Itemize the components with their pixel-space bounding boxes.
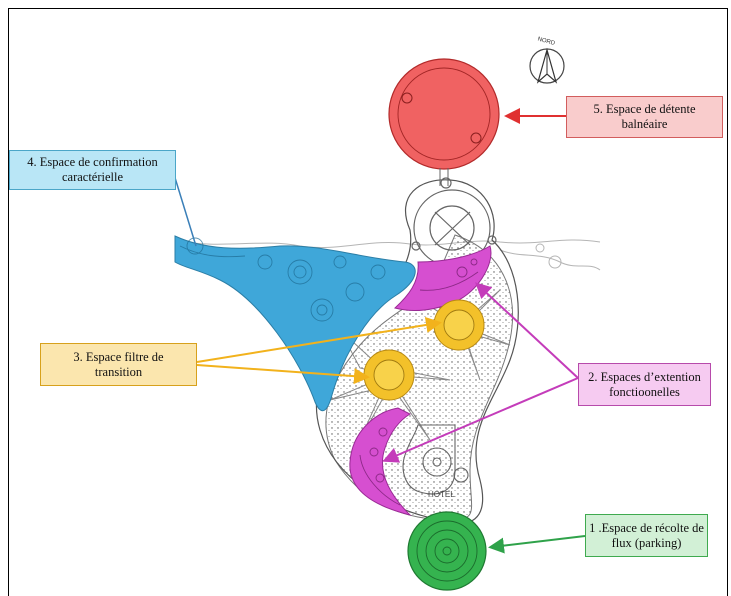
frame-left-border bbox=[8, 8, 9, 596]
hotel-block-sketch bbox=[402, 424, 469, 495]
label-5-line2: balnéaire bbox=[621, 117, 668, 131]
line-2-to-upper-pink bbox=[475, 282, 579, 379]
label-3-line1: 3. Espace filtre de bbox=[73, 349, 164, 364]
zone-2-pink-lower bbox=[349, 407, 412, 516]
zone-3-yellow-upper bbox=[433, 299, 485, 351]
line-2-to-lower-pink bbox=[382, 377, 579, 463]
zone-5-red bbox=[388, 58, 500, 186]
label-2-line2: fonctioonelles bbox=[609, 384, 680, 399]
north-compass bbox=[529, 47, 565, 84]
shoreline-sketch bbox=[174, 239, 601, 271]
compass-label: NORD bbox=[537, 37, 556, 48]
zone-2-pink-lower-pattern bbox=[359, 427, 401, 506]
line-3-to-lower-yellow bbox=[196, 364, 370, 385]
label-4-confirmation: 4. Espace de confirmation caractérielle bbox=[9, 150, 176, 190]
zone-1-green bbox=[407, 511, 487, 591]
upper-building-sketch bbox=[411, 177, 497, 267]
zone-2-pink-upper-pattern bbox=[419, 258, 479, 291]
label-4-line1: 4. Espace de confirmation bbox=[27, 155, 158, 169]
label-5-line1: 5. Espace de détente bbox=[593, 102, 696, 116]
zone-4-pattern bbox=[179, 237, 386, 322]
label-3-line2: transition bbox=[94, 364, 143, 379]
hotel-label: HOTEL bbox=[428, 490, 455, 499]
zone-3-yellow-lower bbox=[363, 349, 415, 401]
label-3-transition: 3. Espace filtre de transition bbox=[40, 343, 197, 386]
line-3-to-upper-yellow bbox=[196, 317, 442, 363]
label-1-line2: flux (parking) bbox=[611, 535, 682, 550]
label-1-line1: 1 .Espace de récolte de bbox=[589, 520, 704, 535]
label-2-extensions: 2. Espaces d’extention fonctioonelles bbox=[578, 363, 711, 406]
label-1-parking: 1 .Espace de récolte de flux (parking) bbox=[585, 514, 708, 557]
line-4-to-blue bbox=[171, 167, 197, 247]
label-5-balneaire: 5. Espace de détente balnéaire bbox=[566, 96, 723, 138]
frame-right-border bbox=[727, 8, 728, 596]
arrow-1-to-green bbox=[488, 535, 586, 554]
label-4-line2: caractérielle bbox=[61, 170, 124, 184]
zone-4-blue bbox=[174, 235, 416, 412]
frame-top-border bbox=[8, 8, 728, 9]
label-2-line1: 2. Espaces d’extention bbox=[588, 369, 701, 384]
